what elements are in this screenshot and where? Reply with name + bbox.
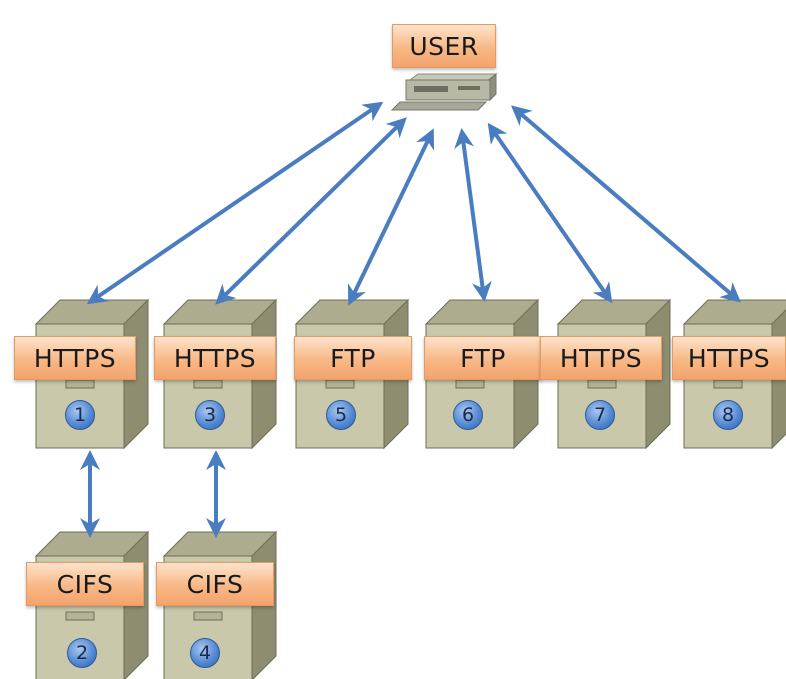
arrow-user-server-1: [86, 101, 384, 305]
user-label: USER: [392, 24, 496, 68]
server-5-badge: 5: [326, 400, 356, 430]
server-2-label: CIFS: [26, 562, 144, 606]
server-1-badge: 1: [65, 400, 95, 430]
server-3-label: HTTPS: [154, 336, 276, 380]
server-4-badge: 4: [190, 638, 220, 668]
server-4-label: CIFS: [156, 562, 274, 606]
arrow-user-server-6: [454, 128, 492, 302]
server-2-badge: 2: [67, 638, 97, 668]
user-computer-icon: [390, 72, 498, 111]
server-6-label: FTP: [424, 336, 542, 380]
arrow-user-server-3: [215, 117, 407, 305]
server-1-label: HTTPS: [14, 336, 136, 380]
server-5-label: FTP: [294, 336, 412, 380]
server-8-label: HTTPS: [672, 336, 786, 380]
server-7-label: HTTPS: [540, 336, 662, 380]
arrow-user-server-5: [347, 128, 435, 306]
server-6-badge: 6: [453, 400, 483, 430]
server-8-badge: 8: [713, 400, 743, 430]
arrow-user-server-8: [510, 105, 742, 303]
server-7-badge: 7: [585, 400, 615, 430]
arrow-user-server-7: [487, 122, 613, 304]
server-3-badge: 3: [195, 400, 225, 430]
